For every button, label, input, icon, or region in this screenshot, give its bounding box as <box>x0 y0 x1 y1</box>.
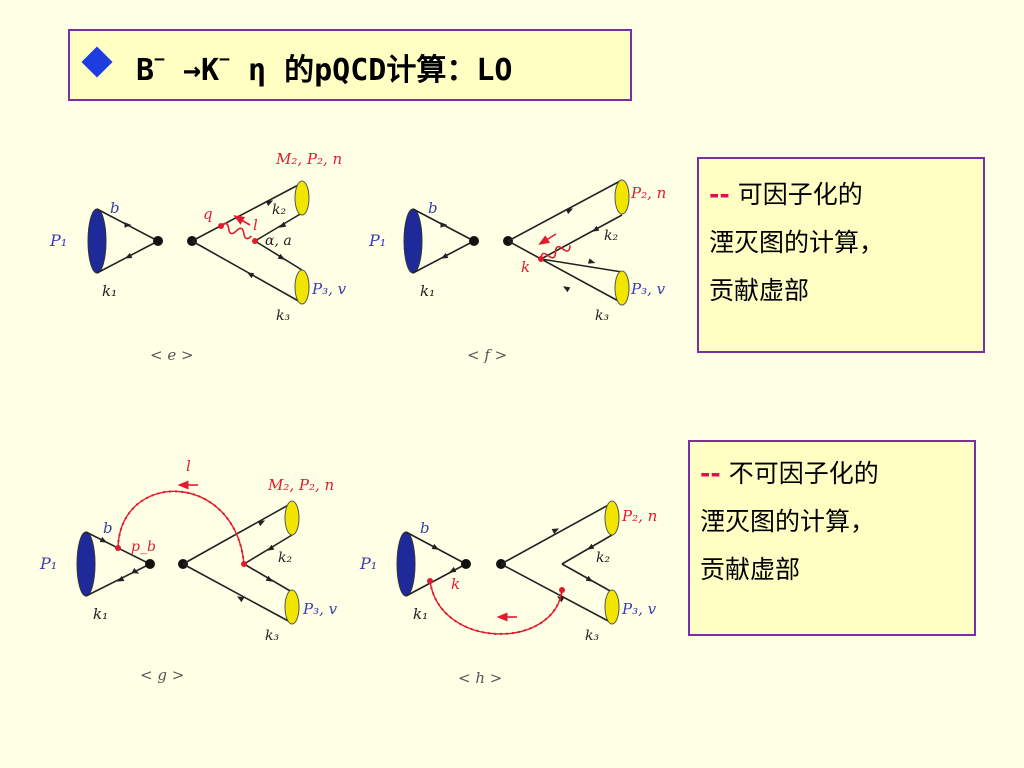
note-line-3: 贡献虚部 <box>709 276 810 305</box>
label-b: b <box>110 199 120 217</box>
label-p3: P₃, v <box>311 280 347 298</box>
diagram-e: P₁ b k₁ q l k₂ α, a M₂, P₂, n P₃, v k₃ <… <box>49 150 347 364</box>
label-k1: k₁ <box>102 282 117 300</box>
diagram-h: P₁ b k₁ k k₂ P₂, n P₃, v k₃ < h > <box>359 500 657 687</box>
vertex-dot <box>538 256 544 262</box>
quark-line-upper <box>182 502 293 565</box>
label-k3: k₃ <box>595 308 609 324</box>
label-b: b <box>428 199 438 217</box>
meson-p2-blob <box>284 500 300 536</box>
vertex-dot <box>241 561 247 567</box>
note-line-2: 湮灭图的计算， <box>700 507 876 536</box>
gluon-line <box>540 245 571 260</box>
meson-p3-blob <box>294 269 310 305</box>
diagram-g: P₁ b k₁ p_b l k₂ M₂, P₂, n P₃, v k₃ < g … <box>39 457 338 684</box>
caption-e: < e > <box>150 346 194 364</box>
note-factorizable: -- 可因子化的 湮灭图的计算， 贡献虚部 <box>697 157 985 353</box>
label-k: k <box>521 258 530 276</box>
meson-p3-blob <box>604 589 620 625</box>
quark-line-inner <box>540 258 623 273</box>
vertex-dot <box>461 559 471 569</box>
label-b: b <box>420 519 430 537</box>
label-k1: k₁ <box>93 605 108 623</box>
label-p1: P₁ <box>39 554 57 573</box>
quark-line-lower <box>191 240 303 304</box>
meson-p3-blob <box>284 589 300 625</box>
note-line-3: 贡献虚部 <box>700 555 801 584</box>
caption-g: < g > <box>140 666 184 684</box>
label-l: l <box>253 216 258 234</box>
meson-p2-blob <box>604 500 620 536</box>
label-alpha: α, a <box>265 233 292 249</box>
label-p2: P₂, n <box>630 184 666 202</box>
gluon-line <box>220 222 253 240</box>
quark-line-lower <box>182 563 293 624</box>
label-l: l <box>186 457 191 475</box>
quark-line-lower <box>507 240 623 304</box>
label-p3: P₃, v <box>302 600 338 618</box>
quark-line-k2 <box>254 212 303 242</box>
label-k2: k₂ <box>272 202 286 218</box>
label-k3: k₃ <box>276 308 290 324</box>
label-k3: k₃ <box>265 628 279 644</box>
label-m2: M₂, P₂, n <box>275 150 342 168</box>
vertex-dot <box>115 545 121 551</box>
label-b: b <box>103 519 113 537</box>
title-box: B− →K− η 的pQCD计算：LO <box>68 29 632 101</box>
momentum-arrow-icon <box>538 233 557 245</box>
vertex-dot <box>469 236 479 246</box>
quark-line-k2 <box>540 214 623 260</box>
momentum-arrow-icon <box>233 215 251 226</box>
label-k3: k₃ <box>585 628 599 644</box>
vertex-dot <box>145 559 155 569</box>
label-q: q <box>203 205 213 223</box>
quark-line-inner <box>243 563 293 593</box>
meson-p1-blob <box>87 208 107 274</box>
vertex-dot <box>153 236 163 246</box>
meson-p1-blob <box>76 531 96 597</box>
label-p3: P₃, v <box>630 280 666 298</box>
note-line-1: -- 可因子化的 <box>709 180 863 209</box>
slide-title: B− →K− η 的pQCD计算：LO <box>136 49 513 88</box>
label-k1: k₁ <box>413 605 428 623</box>
label-k2: k₂ <box>278 550 292 566</box>
meson-p3-blob <box>614 270 630 306</box>
quark-line-upper <box>191 182 303 242</box>
gluon-line <box>429 580 563 635</box>
label-pb: p_b <box>131 539 156 555</box>
meson-p2-blob <box>294 180 310 216</box>
gluon-line <box>117 490 245 565</box>
quark-line-upper <box>507 179 623 242</box>
note-line-1: -- 不可因子化的 <box>700 459 879 488</box>
diagram-f: P₁ b k₁ k k₂ P₂, n P₃, v k₃ < f > <box>368 179 666 364</box>
label-p1: P₁ <box>368 231 386 250</box>
meson-p2-blob <box>614 179 630 215</box>
caption-f: < f > <box>467 346 507 364</box>
label-k: k <box>451 575 460 593</box>
gluon-line <box>429 580 563 635</box>
quark-line-inner <box>561 563 613 593</box>
vertex-dot <box>218 223 224 229</box>
quark-line-lower <box>500 563 613 624</box>
meson-p1-blob <box>403 208 423 274</box>
caption-h: < h > <box>458 669 502 687</box>
label-k2: k₂ <box>596 550 610 566</box>
label-k2: k₂ <box>604 228 618 244</box>
label-p2: P₂, n <box>621 507 657 525</box>
label-p3: P₃, v <box>621 600 657 618</box>
label-p1: P₁ <box>49 231 67 250</box>
vertex-dot <box>252 238 258 244</box>
note-nonfactorizable: -- 不可因子化的 湮灭图的计算， 贡献虚部 <box>688 440 976 636</box>
label-k1: k₁ <box>420 282 435 300</box>
meson-p1-blob <box>396 531 416 597</box>
vertex-dot <box>427 578 433 584</box>
label-m2: M₂, P₂, n <box>267 476 334 494</box>
vertex-dot <box>559 587 565 593</box>
quark-line-k1 <box>85 563 151 597</box>
note-line-2: 湮灭图的计算， <box>709 228 885 257</box>
label-p1: P₁ <box>359 554 377 573</box>
